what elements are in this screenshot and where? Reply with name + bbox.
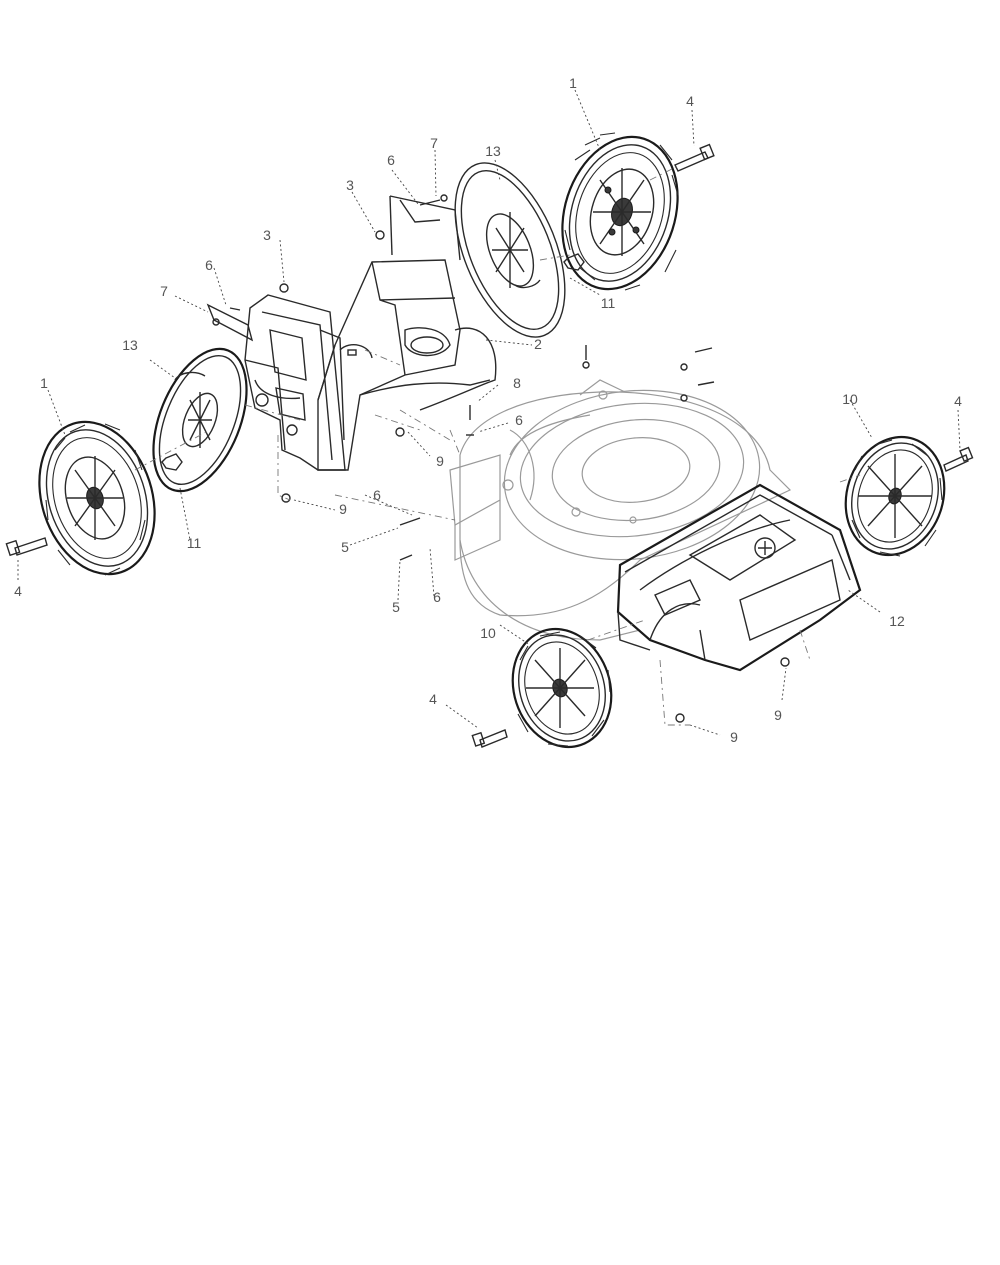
rear-wheel-cover-right (454, 162, 566, 338)
callout-6-pin-top: 6 (387, 152, 395, 168)
callout-4-axle-bolt-bottom: 4 (429, 691, 437, 707)
rear-wheel-left (38, 420, 156, 576)
callout-7-clip-top: 7 (430, 135, 438, 151)
callout-7-clip-left: 7 (160, 283, 168, 299)
callout-8-deck-bolt: 8 (513, 375, 521, 391)
callout-4-axle-bolt-top: 4 (686, 93, 694, 109)
callout-1-rear-left-wheel: 1 (40, 375, 48, 391)
mower-deck (449, 379, 792, 641)
callout-6-washer-mid: 6 (373, 487, 381, 503)
callout-11-nut-right: 11 (601, 295, 616, 311)
height-adjust-bracket (206, 294, 346, 471)
callout-labels: 1 4 13 6 7 3 11 2 3 6 7 13 1 11 4 8 6 9 … (14, 75, 962, 745)
callout-5-bolt-left: 5 (341, 539, 349, 555)
callout-10-front-left-wheel: 10 (480, 625, 496, 641)
rear-wheel-right (561, 132, 679, 291)
callout-1-rear-right-wheel: 1 (569, 75, 577, 91)
callout-4-axle-bolt-left: 4 (14, 583, 22, 599)
callout-9-nut-left: 9 (339, 501, 347, 517)
callout-4-axle-bolt-right: 4 (954, 393, 962, 409)
brand-mark: ARIENS (747, 593, 809, 631)
callout-6-pin-left: 6 (205, 257, 213, 273)
callout-5-bolt-bottom: 5 (392, 599, 400, 615)
callout-13-wheel-cover-right: 13 (485, 143, 501, 159)
fasteners (5, 143, 974, 748)
callout-12-front-bumper: 12 (889, 613, 905, 629)
callout-6-washer-deck: 6 (515, 412, 523, 428)
front-wheel-right (844, 435, 946, 557)
callout-9-nut-bumper: 9 (774, 707, 782, 723)
callout-2-rear-housing: 2 (534, 336, 542, 352)
callout-9-nut-bottom: 9 (730, 729, 738, 745)
rear-wheel-cover-left (152, 347, 248, 493)
front-bumper: ARIENS (616, 483, 862, 672)
callout-3-screw-left: 3 (263, 227, 271, 243)
rear-housing (317, 195, 497, 471)
callout-11-nut-left: 11 (187, 535, 202, 551)
leader-lines (17, 89, 961, 736)
front-wheel-left (511, 627, 613, 749)
callout-6-washer-bottom: 6 (433, 589, 441, 605)
callout-9-nut-center: 9 (436, 453, 444, 469)
callout-13-wheel-cover-left: 13 (122, 337, 138, 353)
callout-10-front-right-wheel: 10 (842, 391, 858, 407)
callout-3-screw-top: 3 (346, 177, 354, 193)
